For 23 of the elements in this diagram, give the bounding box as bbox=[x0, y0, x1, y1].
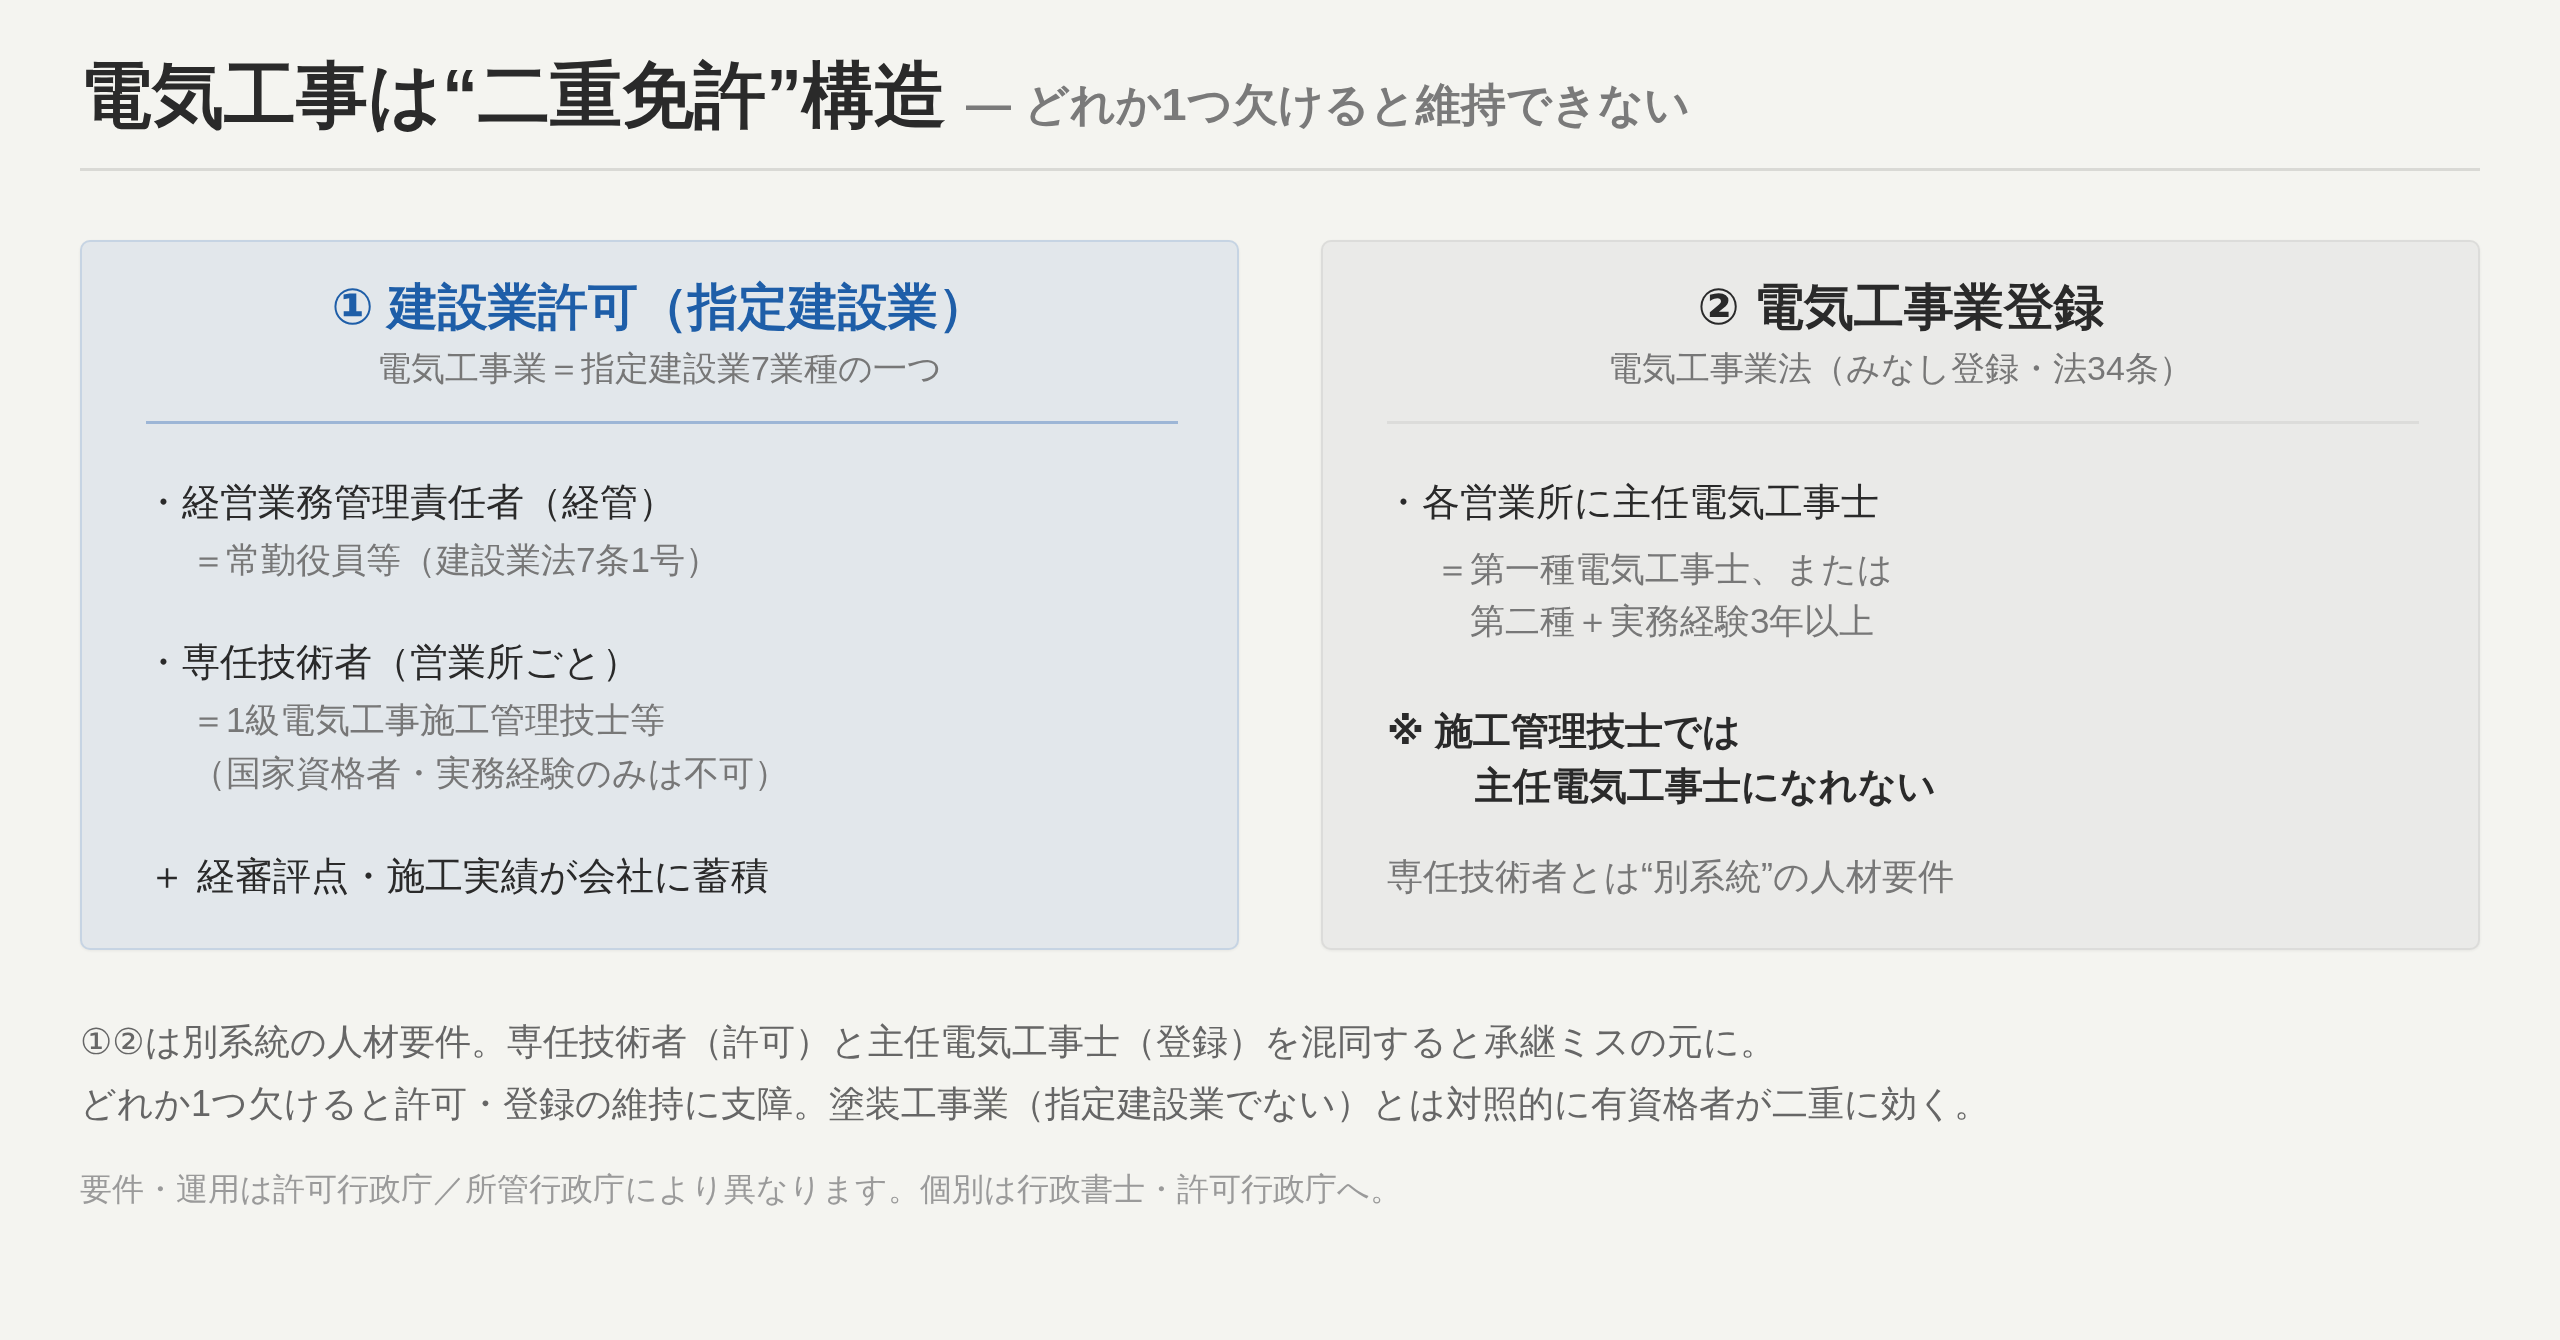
card-panel bbox=[1321, 240, 2480, 950]
note-text: ＋ 経審評点・施工実績が会社に蓄積 bbox=[148, 854, 769, 900]
detail-text: 第二種＋実務経験3年以上 bbox=[1470, 600, 1875, 642]
detail-text: ＝第一種電気工事士、または bbox=[1435, 548, 1893, 590]
warning-note: 主任電気工事士になれない bbox=[1475, 764, 1936, 810]
bullet-item: ・経営業務管理責任者（経管） bbox=[144, 480, 676, 526]
bullet-item: ・専任技術者（営業所ごと） bbox=[144, 640, 640, 686]
warning-note: ※ 施工管理技士では bbox=[1387, 709, 1741, 755]
card-subtitle: 電気工事業＝指定建設業7業種の一つ bbox=[377, 347, 942, 389]
note-text: 専任技術者とは“別系統”の人材要件 bbox=[1387, 855, 1954, 899]
page-title: 電気工事は“二重免許”構造 bbox=[80, 55, 946, 135]
summary-text: ①②は別系統の人材要件。専任技術者（許可）と主任電気工事士（登録）を混同すると承継ミスの元に。 bbox=[80, 1020, 1776, 1064]
footnote-text: 要件・運用は許可行政庁／所管行政庁により異なります。個別は行政書士・許可行政庁へ。 bbox=[80, 1169, 1402, 1209]
card-heading: ① 建設業許可（指定建設業） bbox=[331, 278, 988, 337]
bullet-item: ・各営業所に主任電気工事士 bbox=[1384, 480, 1879, 526]
card-subtitle: 電気工事業法（みなし登録・法34条） bbox=[1608, 347, 2193, 389]
card-panel bbox=[80, 240, 1239, 950]
page-subtitle: — どれか1つ欠けると維持できない bbox=[966, 79, 1690, 130]
detail-text: （国家資格者・実務経験のみは不可） bbox=[191, 752, 789, 794]
card-heading: ② 電気工事業登録 bbox=[1697, 278, 2104, 337]
detail-text: ＝常勤役員等（建設業法7条1号） bbox=[191, 539, 720, 581]
detail-text: ＝1級電気工事施工管理技士等 bbox=[191, 699, 666, 741]
summary-text: どれか1つ欠けると許可・登録の維持に支障。塗装工事業（指定建設業でない）とは対照的に有資格者が二重に効く。 bbox=[80, 1082, 1991, 1126]
